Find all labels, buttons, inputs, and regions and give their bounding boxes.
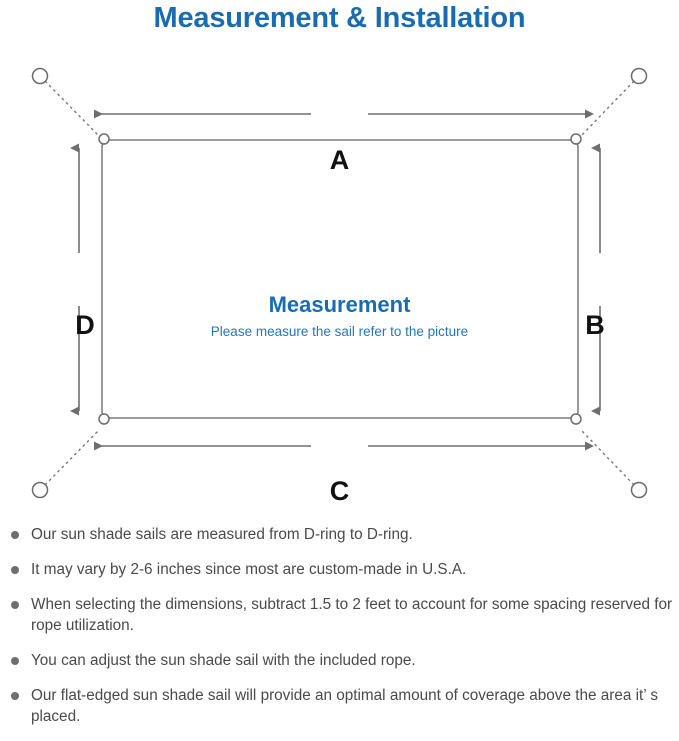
anchor-points — [31, 67, 648, 499]
bullet-icon — [11, 566, 19, 574]
list-item: Our sun shade sails are measured from D-… — [0, 524, 679, 545]
anchor-point-top-left — [31, 67, 49, 85]
anchor-point-bottom-right — [630, 481, 648, 499]
measurement-diagram: Measurement Please measure the sail refe… — [0, 48, 679, 518]
sail-rectangle — [101, 139, 579, 419]
list-item: When selecting the dimensions, subtract … — [0, 594, 679, 636]
d-rings — [98, 133, 582, 425]
rope-bottom-left — [44, 429, 100, 486]
d-ring-bottom-left — [98, 413, 110, 425]
rope-top-right — [580, 80, 635, 137]
list-item-text: Our flat-edged sun shade sail will provi… — [31, 687, 658, 725]
bullet-icon — [11, 657, 19, 665]
list-item: It may vary by 2-6 inches since most are… — [0, 559, 679, 580]
list-item: Our flat-edged sun shade sail will provi… — [0, 685, 679, 727]
list-item-text: You can adjust the sun shade sail with t… — [31, 652, 416, 669]
list-item: You can adjust the sun shade sail with t… — [0, 650, 679, 671]
d-ring-bottom-right — [570, 413, 582, 425]
rope-top-left — [44, 80, 100, 137]
anchor-point-top-right — [630, 67, 648, 85]
bullet-icon — [11, 692, 19, 700]
bullet-icon — [11, 531, 19, 539]
d-ring-top-left — [98, 133, 110, 145]
page-title: Measurement & Installation — [153, 2, 526, 34]
bullet-icon — [11, 601, 19, 609]
rope-lines — [44, 80, 635, 486]
anchor-point-bottom-left — [31, 481, 49, 499]
list-item-text: It may vary by 2-6 inches since most are… — [31, 561, 467, 578]
notes-list: Our sun shade sails are measured from D-… — [0, 524, 679, 741]
diagram-svg — [31, 67, 648, 499]
list-item-text: Our sun shade sails are measured from D-… — [31, 526, 413, 543]
rope-bottom-right — [580, 429, 635, 486]
d-ring-top-right — [570, 133, 582, 145]
list-item-text: When selecting the dimensions, subtract … — [31, 596, 673, 634]
